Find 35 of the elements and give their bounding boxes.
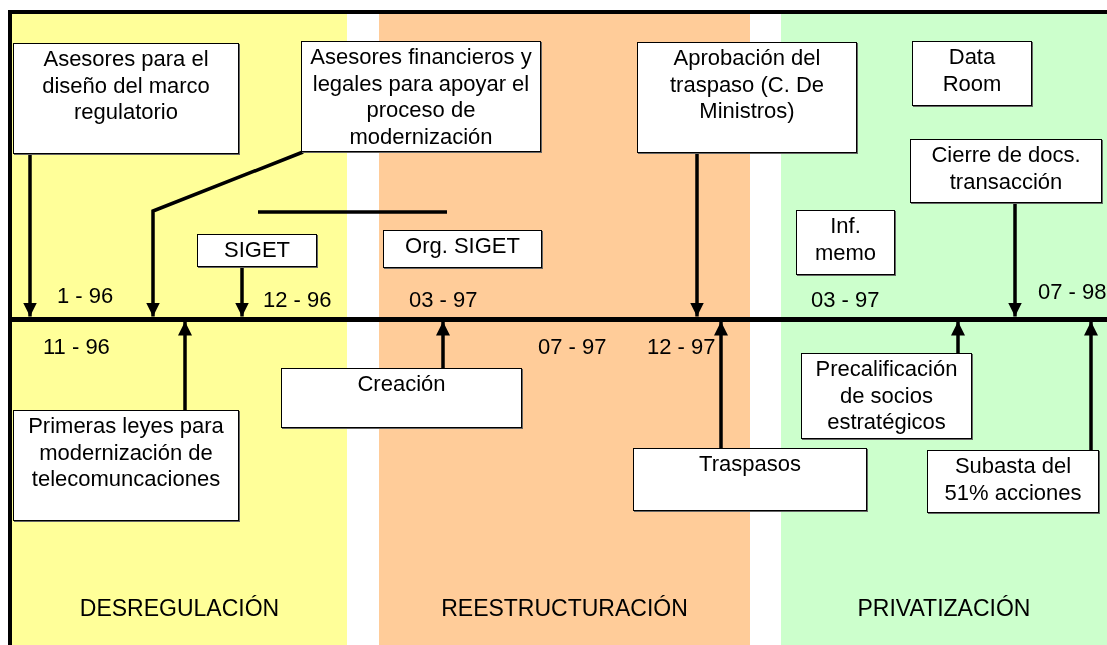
date-label: 03 - 97 xyxy=(409,287,478,313)
event-box: Cierre de docs. transacción xyxy=(910,139,1102,203)
event-box: SIGET xyxy=(197,234,317,267)
arrow xyxy=(1084,321,1098,450)
event-box: Creación xyxy=(281,368,522,428)
date-label: 07 - 97 xyxy=(538,334,607,360)
date-label: 12 - 96 xyxy=(263,287,332,313)
event-box: Inf. memo xyxy=(796,210,895,275)
phase-label: REESTRUCTURACIÓN xyxy=(440,595,689,622)
arrow xyxy=(235,267,249,317)
event-box: Traspasos xyxy=(633,448,867,511)
phase-label: PRIVATIZACIÓN xyxy=(856,595,1032,622)
event-box: Asesores financieros y legales para apoyar el proceso de modernización xyxy=(301,41,541,152)
arrow xyxy=(146,150,304,317)
date-label: 12 - 97 xyxy=(647,334,716,360)
event-box: Aprobación del traspaso (C. De Ministros) xyxy=(637,42,857,153)
event-box: Asesores para el diseño del marco regulatorio xyxy=(13,43,239,154)
timeline-bar xyxy=(10,316,1107,322)
phase-label: DESREGULACIÓN xyxy=(78,595,281,622)
date-label: 03 - 97 xyxy=(811,287,880,313)
arrow xyxy=(714,321,728,448)
arrow xyxy=(951,321,965,353)
arrow xyxy=(23,154,37,317)
event-box: Primeras leyes para modernización de telecomuncaciones xyxy=(13,410,239,521)
event-box: Data Room xyxy=(912,41,1032,106)
arrow xyxy=(178,321,192,410)
event-box: Precalificación de socios estratégicos xyxy=(801,353,972,439)
date-label: 07 - 98 xyxy=(1038,279,1107,305)
arrow xyxy=(436,321,450,368)
date-label: 1 - 96 xyxy=(57,283,114,309)
event-box: Org. SIGET xyxy=(383,230,542,268)
arrow xyxy=(690,153,704,317)
date-label: 11 - 96 xyxy=(43,334,110,360)
arrow xyxy=(1008,203,1022,317)
event-box: Subasta del 51% acciones xyxy=(927,450,1099,513)
